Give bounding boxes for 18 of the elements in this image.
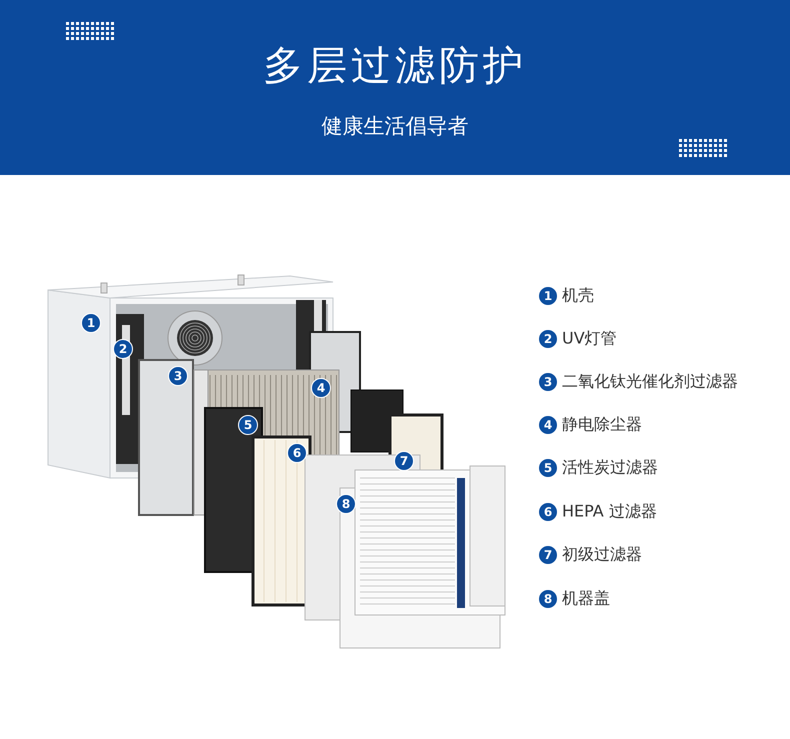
title: 多层过滤防护 (263, 42, 527, 91)
callout-number: 2 (538, 329, 558, 349)
callout-number: 3 (538, 372, 558, 392)
part-name: 机器盖 (562, 588, 610, 610)
callout-number: 5 (538, 458, 558, 478)
subtitle: 健康生活倡导者 (322, 113, 468, 140)
callout-number: 4 (538, 415, 558, 435)
callout-number: 6 (538, 502, 558, 522)
part-name: HEPA 过滤器 (562, 502, 657, 522)
callout-number: 1 (538, 286, 558, 306)
part-name: 活性炭过滤器 (562, 458, 658, 478)
part-name: UV灯管 (562, 328, 617, 350)
part-name: 初级过滤器 (562, 544, 642, 566)
part-name: 机壳 (562, 286, 594, 306)
callout-number: 8 (538, 589, 558, 609)
part-name: 二氧化钛光催化剂过滤器 (562, 372, 738, 392)
callout-number: 7 (538, 545, 558, 565)
part-name: 静电除尘器 (562, 414, 642, 436)
